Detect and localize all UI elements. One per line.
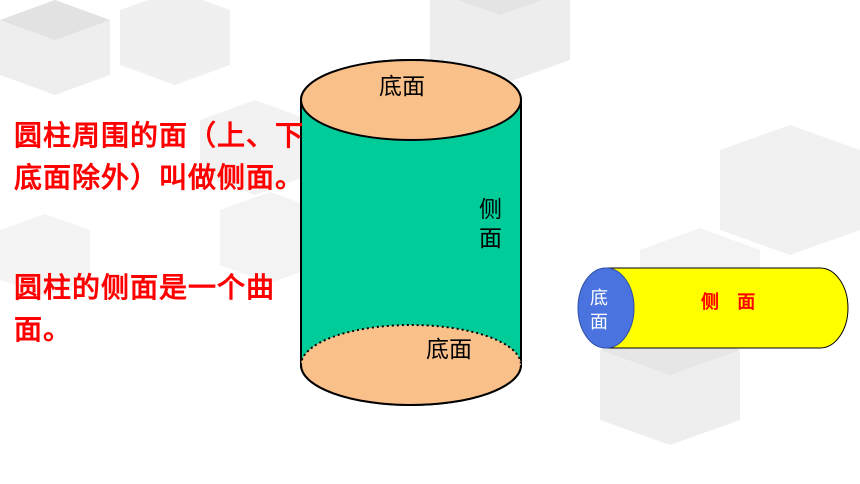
cylinder-bottom-base (301, 325, 521, 405)
small-cylinder-base (577, 267, 635, 349)
side-surface-curved-note: 圆柱的侧面是一个曲面。 (14, 271, 276, 346)
bottom-base-label: 底面 (426, 337, 472, 363)
bottom-base-front-edge (300, 364, 522, 406)
cylinder-top-base (300, 59, 522, 141)
small-cylinder-side-surface (605, 267, 849, 349)
bg-hexagon-top (0, 0, 110, 40)
bg-hexagon-top (458, 0, 542, 15)
side-surface-definition: 圆柱周围的面（上、下底面除外）叫做侧面。 (14, 119, 305, 194)
small-side-label: 侧 面 (701, 292, 762, 313)
small-base-label: 底面 (590, 288, 608, 333)
top-base-label: 底面 (379, 74, 425, 100)
bg-hexagon (720, 125, 860, 255)
bg-hexagon (120, 0, 230, 85)
side-surface-label: 侧面 (479, 197, 502, 252)
bg-hexagon (220, 192, 320, 283)
bottom-base-hidden-edge (300, 324, 522, 366)
bg-hexagon (0, 214, 90, 296)
bg-hexagon (200, 100, 310, 195)
bg-hexagon (430, 0, 570, 85)
